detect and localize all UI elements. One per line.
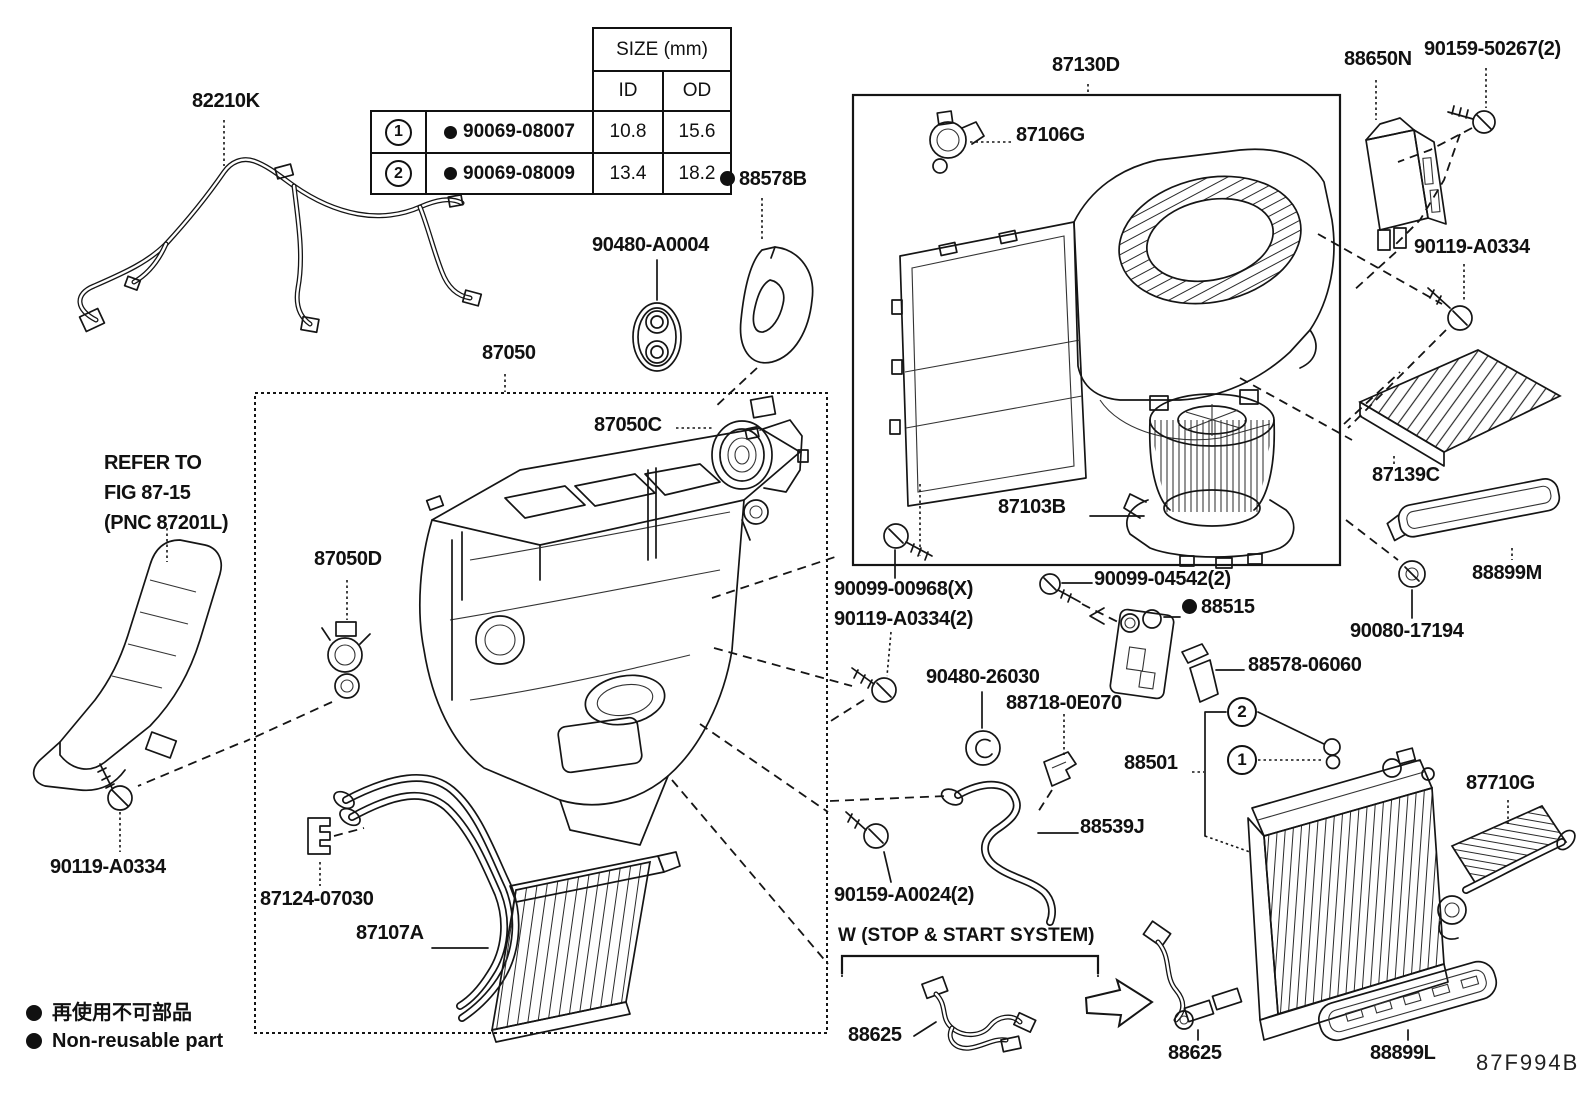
harness-82210k-drawing [77,120,483,334]
hvac-unit-drawing [419,426,853,965]
wire-88625-first-drawing [913,975,1037,1053]
duct-refer-drawing [32,528,239,792]
cover-88899M-drawing [1386,478,1561,560]
heater-core-drawing [431,851,681,1043]
grommet-90080-17194-drawing [1345,519,1426,619]
screw-90119A0334-topright-drawing [1347,264,1473,429]
table-row2-part: 90069-08009 [425,152,594,195]
label-88650n: 88650N [1344,48,1412,70]
non-reusable-dot-icon [444,167,457,180]
size-table-col-od: OD [662,70,732,112]
clamp-88718-0E070-drawing [1037,714,1077,813]
label-87124-07030: 87124-07030 [260,888,374,910]
legend-non-reusable-ja: 再使用不可部品 [26,996,192,1025]
blower-assembly-drawing [889,148,1443,507]
label-88501: 88501 [1124,752,1178,774]
filter-87139C-drawing [1343,349,1562,467]
non-reusable-dot-icon [26,1033,42,1049]
screw-90159-A0024-drawing [845,811,892,883]
servo-87050D-drawing [243,580,371,743]
servo-87106G-drawing [929,110,1012,174]
evaporator-88501-drawing [1192,711,1449,1041]
table-row1-no: 1 [370,110,427,154]
label-88718-0e070: 88718-0E070 [1006,692,1122,714]
label-88515: 88515 [1182,596,1255,618]
installation-arrow-icon [1084,977,1154,1029]
label-87139c: 87139C [1372,464,1440,486]
cover-88899L-drawing [1318,960,1498,1042]
label-88899l: 88899L [1370,1042,1436,1064]
blower-unit-box [851,84,1342,567]
grommet-90480A0004-drawing [632,259,682,372]
figure-code: 87F994B [1476,1050,1580,1075]
size-table-col-id: ID [592,70,664,112]
non-reusable-dot-icon [720,171,735,186]
label-90480-26030: 90480-26030 [926,666,1040,688]
insulator-88578B-drawing [713,198,814,409]
label-90480-a0004: 90480-A0004 [592,234,709,256]
screw-90099-00968-drawing [883,484,933,579]
label-87050: 87050 [482,342,536,364]
screw-90119A0334-left-drawing [97,763,133,852]
label-88578-06060: 88578-06060 [1248,654,1362,676]
label-88899m: 88899M [1472,562,1542,584]
table-row1-part: 90069-08007 [425,110,594,154]
label-82210k: 82210K [192,90,260,112]
screw-90099-04542-drawing [1039,573,1119,625]
size-table-title-text: SIZE (mm) [616,38,708,60]
label-90159-50267: 90159-50267(2) [1424,38,1561,60]
label-88578b: 88578B [720,168,807,190]
drain-hose-88539J-drawing [829,780,1079,926]
expansion-valve-88515-drawing [1109,608,1181,700]
circled-1: 1 [385,118,412,146]
label-88625-second: 88625 [1168,1042,1222,1064]
label-90099-04542: 90099-04542(2) [1094,568,1231,590]
heater-pipes-drawing [307,774,520,1022]
non-reusable-dot-icon [1182,599,1197,614]
label-87107a: 87107A [356,922,424,944]
label-87050d: 87050D [314,548,382,570]
label-87050c: 87050C [594,414,662,436]
label-90159-a0024: 90159-A0024(2) [834,884,975,906]
non-reusable-dot-icon [444,125,457,139]
label-90119-a0334-2: 90119-A0334(2) [834,608,973,630]
label-90099-00968: 90099-00968(X) [834,578,973,600]
table-row1-id: 10.8 [592,110,664,154]
pipe-87710G-drawing [1437,800,1576,940]
stop-start-bracket [840,954,1100,978]
wire-88625-second-drawing [1142,920,1243,1041]
label-87130d: 87130D [1052,54,1120,76]
retainer-88578-06060-drawing [1181,643,1245,703]
table-row2-id: 13.4 [592,152,664,195]
label-stop-start-system: W (STOP & START SYSTEM) [838,925,1095,946]
callout-circle-1: 1 [1227,745,1257,775]
label-90119-a0334-left: 90119-A0334 [50,856,166,878]
table-row2-od: 18.2 [662,152,732,195]
label-refer-to: REFER TO FIG 87-15 (PNC 87201L) [104,452,229,534]
amplifier-88650N-drawing [1351,80,1473,293]
label-88625-first: 88625 [848,1024,902,1046]
circled-2: 2 [385,160,412,187]
grommet-90480-26030-drawing [965,691,1001,766]
size-table: SIZE (mm) ID OD 1 90069-08007 10.8 15.6 … [370,27,732,195]
label-87106g: 87106G [1016,124,1085,146]
callout-circle-2: 2 [1227,697,1257,727]
screw-90159-50267-drawing [1447,68,1496,134]
screw-90119A0334-2-drawing [825,631,897,725]
servo-87050C-drawing [676,395,803,541]
blower-motor-drawing [1089,393,1295,569]
non-reusable-dot-icon [26,1005,42,1021]
label-87103b: 87103B [998,496,1066,518]
table-row2-no: 2 [370,152,427,195]
label-88539j: 88539J [1080,816,1145,838]
size-table-title: SIZE (mm) [592,27,732,72]
legend-non-reusable-en: Non-reusable part [26,1030,223,1053]
label-90119-a0334-topright: 90119-A0334 [1414,236,1530,258]
label-87710g: 87710G [1466,772,1535,794]
label-90080-17194: 90080-17194 [1350,620,1464,642]
table-row1-od: 15.6 [662,110,732,154]
